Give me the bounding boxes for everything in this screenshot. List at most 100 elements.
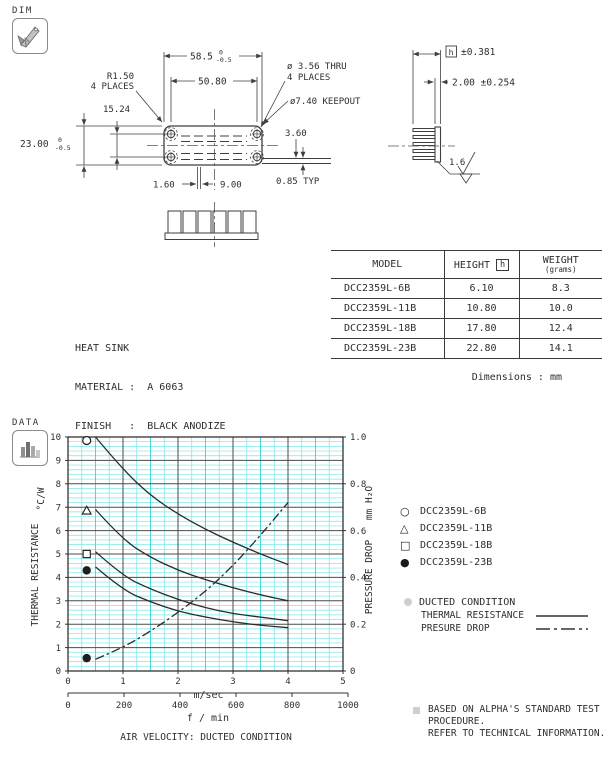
table-header-row: MODEL HEIGHT h WEIGHT (grams): [331, 250, 602, 279]
triangle-open-icon: △: [400, 522, 409, 535]
dash-dot-line-sample: [536, 627, 588, 630]
dim-base-thickness: 2.00 ±0.254: [452, 78, 515, 89]
dim-hole-dia-note: 4 PLACES: [287, 73, 330, 83]
svg-text:1.0: 1.0: [350, 433, 366, 443]
dim-corner-radius-note: 4 PLACES: [91, 82, 134, 92]
circle-open-icon: ○: [400, 505, 410, 518]
height-cell: 22.80: [444, 338, 520, 359]
condition-label: DUCTED CONDITION: [419, 596, 516, 608]
model-cell: DCC2359L-18B: [331, 318, 445, 339]
dimension-lines: [76, 52, 306, 189]
svg-text:8: 8: [56, 480, 61, 490]
thermal-resistance-key-label: THERMAL RESISTANCE: [421, 610, 524, 621]
svg-text:0.4: 0.4: [350, 574, 366, 584]
dim-corner-radius: R1.50: [107, 72, 134, 82]
col-header-weight: WEIGHT (grams): [519, 250, 602, 279]
svg-text:PRESSURE DROP: PRESSURE DROP: [364, 540, 375, 615]
data-section-label: DATA: [12, 418, 40, 428]
dim-height-symbol: h: [449, 48, 454, 57]
weight-cell: 8.3: [519, 278, 602, 299]
height-cell: 17.80: [444, 318, 520, 339]
dim-overall-width-tol-bot: -0.5: [216, 56, 232, 64]
svg-text:1: 1: [120, 677, 125, 687]
material-note-line2: MATERIAL : A 6063: [75, 382, 184, 393]
dim-section-label: DIM: [12, 6, 33, 16]
dimensions-unit-note: Dimensions : mm: [471, 372, 562, 383]
model-cell: DCC2359L-6B: [331, 278, 445, 299]
legend-label: DCC2359L-11B: [420, 523, 493, 534]
svg-text:°C/W: °C/W: [36, 487, 47, 510]
legend-item: ○ DCC2359L-6B: [400, 503, 492, 520]
dim-surface-finish: 1.6: [449, 158, 465, 168]
svg-text:0: 0: [350, 667, 355, 677]
dim-tab-thickness: 0.85 TYP: [276, 177, 320, 187]
caliper-icon: [17, 26, 40, 49]
weight-cell: 12.4: [519, 318, 602, 339]
gray-square-bullet-icon: [413, 707, 420, 714]
svg-text:6: 6: [56, 527, 61, 537]
height-symbol-box: h: [496, 258, 510, 271]
legend-label: DCC2359L-23B: [420, 557, 493, 568]
material-note: HEAT SINK MATERIAL : A 6063 FINISH : BLA…: [75, 316, 226, 459]
height-header-text: HEIGHT: [453, 259, 490, 271]
svg-text:3: 3: [56, 597, 61, 607]
dim-section-header: DIM: [12, 6, 48, 54]
svg-text:400: 400: [172, 701, 188, 711]
condition-header: DUCTED CONDITION: [404, 595, 589, 609]
svg-text:mm H₂O: mm H₂O: [364, 486, 375, 521]
height-cell: 6.10: [444, 278, 520, 299]
svg-text:0.8: 0.8: [350, 480, 366, 490]
svg-text:600: 600: [228, 701, 244, 711]
data-icon-box: [12, 430, 48, 466]
svg-text:800: 800: [284, 701, 300, 711]
legend-item: □ DCC2359L-18B: [400, 537, 492, 554]
data-section-header: DATA: [12, 418, 48, 466]
dim-hole-pitch: 50.80: [198, 77, 227, 88]
note-line: REFER TO TECHNICAL INFORMATION.: [428, 728, 606, 739]
legend-item: ● DCC2359L-23B: [400, 554, 492, 571]
svg-text:m/sec: m/sec: [193, 690, 223, 701]
svg-text:AIR VELOCITY: DUCTED CONDITION: AIR VELOCITY: DUCTED CONDITION: [120, 732, 292, 743]
spec-table-wrap: MODEL HEIGHT h WEIGHT (grams) DCC2359L-6B…: [331, 250, 602, 359]
material-note-line3: FINISH : BLACK ANODIZE: [75, 421, 226, 432]
table-row: DCC2359L-11B 10.80 10.0: [331, 298, 602, 319]
dim-height-tolerance: ±0.381: [461, 47, 496, 58]
svg-text:0.6: 0.6: [350, 527, 366, 537]
dim-overall-width: 58.5: [190, 52, 213, 63]
gray-circle-bullet-icon: [404, 598, 412, 606]
svg-text:f / min: f / min: [187, 713, 229, 724]
weight-cell: 14.1: [519, 338, 602, 359]
svg-text:200: 200: [116, 701, 132, 711]
svg-text:5: 5: [56, 550, 61, 560]
height-cell: 10.80: [444, 298, 520, 319]
svg-text:4: 4: [285, 677, 290, 687]
svg-text:0: 0: [65, 677, 70, 687]
table-row: DCC2359L-18B 17.80 12.4: [331, 318, 602, 339]
model-cell: DCC2359L-23B: [331, 338, 445, 359]
legend-item: △ DCC2359L-11B: [400, 520, 492, 537]
svg-text:10: 10: [50, 433, 61, 443]
pressure-drop-key-label: PRESURE DROP: [421, 623, 490, 634]
svg-text:0: 0: [56, 667, 61, 677]
col-header-model: MODEL: [331, 250, 445, 279]
condition-key: DUCTED CONDITION THERMAL RESISTANCE PRES…: [404, 595, 589, 635]
svg-text:5: 5: [340, 677, 345, 687]
test-procedure-note: BASED ON ALPHA'S STANDARD TEST PROCEDURE…: [413, 704, 605, 740]
top-view: [147, 109, 331, 190]
circle-filled-icon: ●: [400, 556, 410, 569]
solid-line-sample: [536, 614, 588, 617]
svg-text:1000: 1000: [337, 701, 359, 711]
model-cell: DCC2359L-11B: [331, 298, 445, 319]
mounting-holes: [164, 127, 264, 164]
svg-text:4: 4: [56, 574, 61, 584]
condition-entry: PRESURE DROP: [421, 622, 589, 635]
bar-chart-icon: [20, 442, 40, 458]
dim-overall-width-tol-top: 0: [219, 49, 223, 57]
dim-overall-depth: 23.00: [20, 139, 49, 150]
table-row: DCC2359L-23B 22.80 14.1: [331, 338, 602, 359]
legend-label: DCC2359L-6B: [420, 506, 487, 517]
svg-text:1: 1: [56, 644, 61, 654]
svg-text:THERMAL RESISTANCE: THERMAL RESISTANCE: [30, 523, 41, 626]
